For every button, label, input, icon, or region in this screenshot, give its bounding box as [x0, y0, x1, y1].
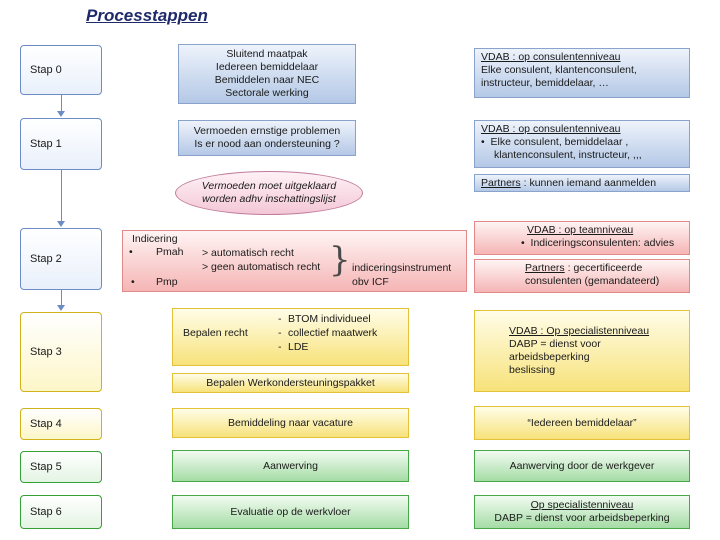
center-step2-box: [122, 230, 467, 292]
step-label: Stap 6: [30, 506, 62, 518]
dash: -: [278, 313, 282, 325]
indicering-label: Indicering: [132, 233, 178, 245]
pmah-label: Pmah: [156, 246, 184, 258]
bullet: •: [129, 246, 133, 258]
dash: -: [278, 341, 282, 353]
right-step4-box: “Iedereen bemiddelaar”: [474, 406, 690, 440]
automatisch-recht-text: > automatisch recht: [202, 247, 294, 259]
right-line: Elke consulent, klantenconsulent,: [481, 64, 637, 76]
center-line: Iedereen bemiddelaar: [215, 61, 319, 73]
right-step3-box: VDAB : Op specialistenniveau DABP = dien…: [474, 310, 690, 392]
arrow-down-icon: [57, 305, 65, 311]
arrow-down-icon: [57, 111, 65, 117]
maatwerk-item: collectief maatwerk: [288, 327, 378, 339]
right-step5-box: Aanwerving door de werkgever: [474, 450, 690, 482]
right-step6-box: Op specialistenniveau DABP = dienst voor…: [474, 495, 690, 529]
right-step2b-box: Partners : gecertificeerde consulenten (…: [474, 259, 690, 293]
ellipse-line: Vermoeden moet uitgeklaard: [201, 180, 337, 192]
bemiddeling-text: Bemiddeling naar vacature: [228, 416, 353, 429]
step-3: Stap 3: [20, 312, 102, 392]
center-step6-box: Evaluatie op de werkvloer: [172, 495, 409, 529]
connector-line: [61, 95, 62, 112]
right-line: Indiceringsconsulenten: advies: [530, 237, 675, 249]
step-label: Stap 0: [30, 64, 62, 76]
right-line: instructeur, bemiddelaar, …: [481, 77, 609, 89]
aanwerving-text: Aanwerving: [263, 459, 318, 472]
right-heading: Op specialistenniveau: [530, 499, 634, 511]
step-6: Stap 6: [20, 495, 102, 529]
center-line: Is er nood aan ondersteuning ?: [194, 138, 340, 150]
step-1: Stap 1: [20, 118, 102, 170]
right-step2a-box: VDAB : op teamniveau • Indiceringsconsul…: [474, 221, 690, 255]
right-line: DABP = dienst voor arbeidsbeperking: [494, 512, 670, 524]
step-label: Stap 1: [30, 138, 62, 150]
center-step4-box: Bemiddeling naar vacature: [172, 408, 409, 438]
step-2: Stap 2: [20, 228, 102, 290]
right-step0-box: VDAB : op consulentenniveau Elke consule…: [474, 48, 690, 98]
connector-line: [61, 170, 62, 222]
page-title: Processtappen: [86, 6, 208, 25]
geen-automatisch-recht-text: > geen automatisch recht: [202, 261, 321, 273]
right-line: Elke consulent, bemiddelaar ,: [490, 136, 629, 148]
bullet: •: [481, 136, 485, 148]
instrument-text: indiceringsinstrument: [352, 262, 452, 274]
bullet: •: [521, 237, 525, 249]
center-line: Sectorale werking: [225, 87, 309, 99]
right-line: : kunnen iemand aanmelden: [520, 177, 657, 189]
step-0: Stap 0: [20, 45, 102, 95]
center-step3-box: [172, 308, 409, 366]
center-step0-box: Sluitend maatpak Iedereen bemiddelaar Be…: [178, 44, 356, 104]
right-heading: VDAB : op teamniveau: [527, 224, 634, 236]
werkondersteuning-box: Bepalen Werkondersteuningspakket: [172, 373, 409, 393]
step-4: Stap 4: [20, 408, 102, 440]
right-step1b-box: Partners : kunnen iemand aanmelden: [474, 174, 690, 192]
connector-line: [61, 290, 62, 306]
bullet: •: [131, 276, 135, 288]
right-line: consulenten (gemandateerd): [525, 275, 660, 287]
inschattingslijst-ellipse: Vermoeden moet uitgeklaard worden adhv i…: [175, 171, 363, 215]
pmp-label: Pmp: [156, 276, 178, 288]
right-line: : gecertificeerde: [564, 262, 643, 274]
right-heading: VDAB : op consulentenniveau: [481, 51, 621, 63]
icf-text: obv ICF: [352, 276, 389, 288]
right-step1-box: VDAB : op consulentenniveau • Elke consu…: [474, 120, 690, 168]
iedereen-bemiddelaar-text: “Iedereen bemiddelaar”: [527, 416, 637, 429]
evaluatie-text: Evaluatie op de werkvloer: [230, 505, 351, 518]
right-line: beslissing: [509, 364, 556, 376]
right-heading: VDAB : Op specialistenniveau: [509, 325, 650, 337]
btom-item: BTOM individueel: [288, 313, 371, 325]
bepalen-recht-text: Bepalen recht: [183, 327, 248, 339]
step-label: Stap 5: [30, 461, 62, 473]
step-label: Stap 3: [30, 346, 62, 358]
dash: -: [278, 327, 282, 339]
werkondersteuning-text: Bepalen Werkondersteuningspakket: [206, 376, 375, 389]
center-step5-box: Aanwerving: [172, 450, 409, 482]
step-label: Stap 2: [30, 253, 62, 265]
partners-heading: Partners: [525, 262, 565, 274]
right-line: klantenconsulent, instructeur, ,,,: [494, 149, 642, 161]
center-line: Bemiddelen naar NEC: [214, 74, 320, 86]
step-label: Stap 4: [30, 418, 62, 430]
brace-icon: }: [329, 240, 351, 280]
center-step1-box: Vermoeden ernstige problemen Is er nood …: [178, 120, 356, 156]
aanwerving-werkgever-text: Aanwerving door de werkgever: [509, 459, 655, 472]
center-line: Sluitend maatpak: [226, 48, 308, 60]
center-line: Vermoeden ernstige problemen: [193, 125, 341, 137]
step-5: Stap 5: [20, 451, 102, 483]
arrow-down-icon: [57, 221, 65, 227]
right-line: DABP = dienst voor arbeidsbeperking: [509, 338, 601, 363]
ellipse-line: worden adhv inschattingslijst: [202, 193, 336, 205]
right-heading: VDAB : op consulentenniveau: [481, 123, 621, 135]
lde-item: LDE: [288, 341, 309, 353]
partners-heading: Partners: [481, 177, 521, 189]
